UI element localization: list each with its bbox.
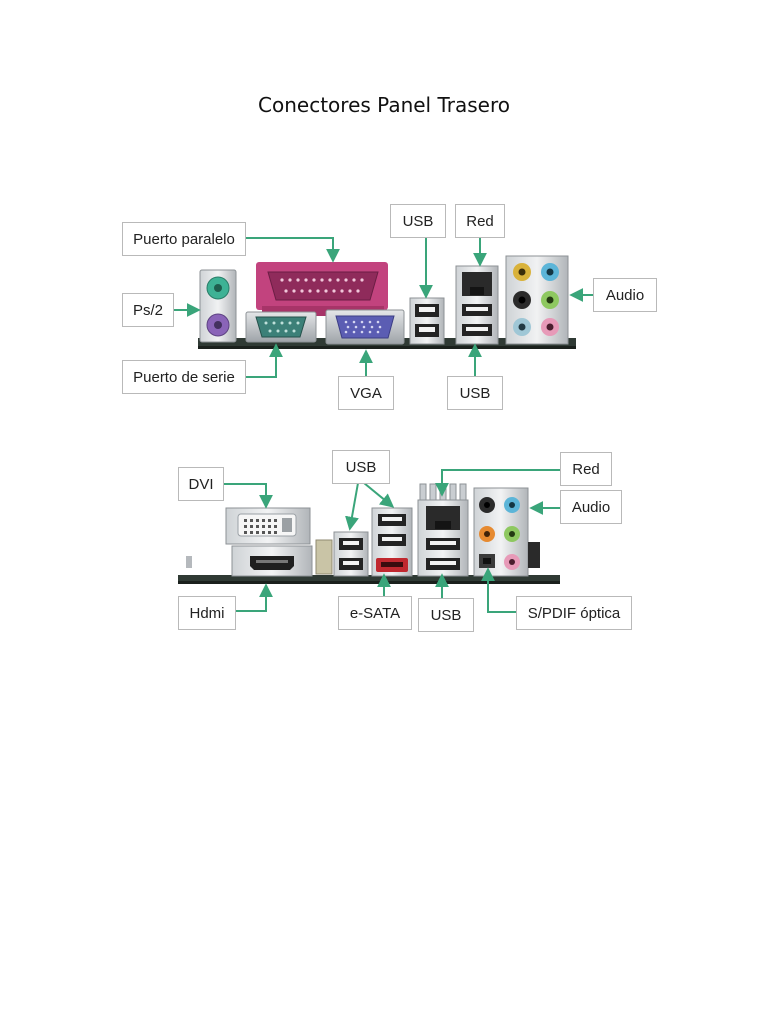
label-usb-bottom-2: USB: [418, 598, 474, 632]
label-usb-top: USB: [390, 204, 446, 238]
label-usb-bottom: USB: [447, 376, 503, 410]
parallel-port: [256, 262, 388, 316]
label-vga: VGA: [338, 376, 394, 410]
label-red-2: Red: [560, 452, 612, 486]
label-dvi: DVI: [178, 467, 224, 501]
vga-port: [325, 309, 405, 345]
audio-jacks: [505, 255, 569, 345]
lan-usb-stack-2: [417, 483, 469, 577]
rear-panel-1: [174, 237, 593, 378]
dvi-port: [225, 507, 311, 545]
label-audio: Audio: [593, 278, 657, 312]
label-puerto-de-serie: Puerto de serie: [122, 360, 246, 394]
label-esata: e-SATA: [338, 596, 412, 630]
label-audio-2: Audio: [560, 490, 622, 524]
hdmi-port: [231, 545, 313, 577]
audio-jacks-2: [473, 487, 540, 577]
panel1-arrows: [174, 237, 593, 378]
rear-panel-2: [178, 469, 560, 613]
label-spdif-optica: S/PDIF óptica: [516, 596, 632, 630]
label-ps2: Ps/2: [122, 293, 174, 327]
label-puerto-paralelo: Puerto paralelo: [122, 222, 246, 256]
pcb-base-2: [178, 575, 560, 583]
serial-port: [245, 311, 317, 343]
usb-ports-stack: [409, 297, 445, 345]
label-hdmi: Hdmi: [178, 596, 236, 630]
ps2-ports: [199, 269, 237, 343]
usb-esata-stack: [371, 507, 413, 577]
page-title: Conectores Panel Trasero: [258, 93, 510, 117]
lan-usb-stack: [455, 265, 499, 345]
panel2-arrows: [224, 469, 560, 613]
label-usb-top-2: USB: [332, 450, 390, 484]
label-red: Red: [455, 204, 505, 238]
usb-ports-stack-2: [333, 531, 369, 577]
